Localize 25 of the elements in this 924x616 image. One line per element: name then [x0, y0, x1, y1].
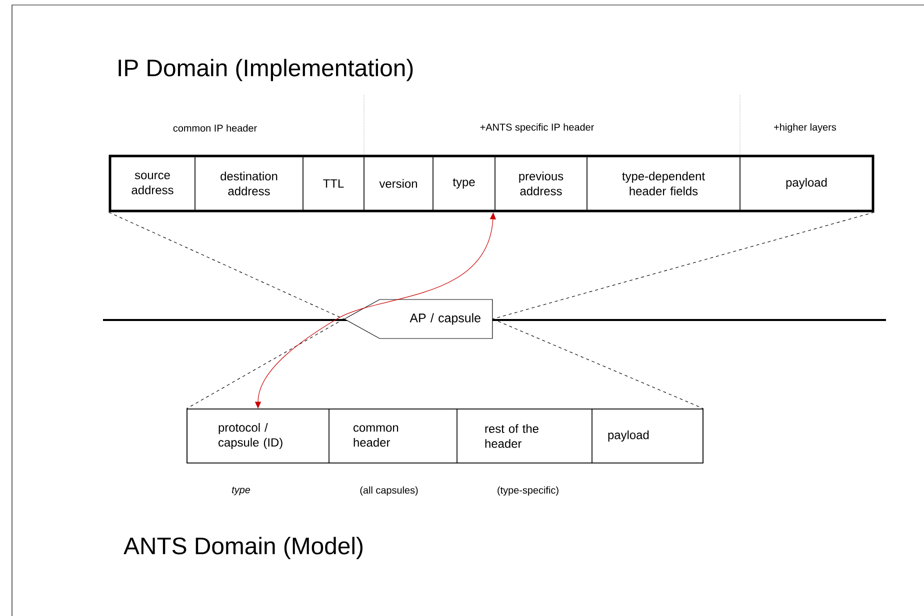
field-note: (type-specific)	[498, 486, 558, 496]
section-label: +higher layers	[774, 123, 836, 133]
zoom-line	[492, 212, 875, 320]
section-label: common IP header	[173, 124, 257, 132]
zoom-line	[108, 212, 344, 320]
field-cell: common header	[328, 408, 458, 464]
field-note: (all capsules)	[360, 486, 418, 496]
section-label: +ANTS specific IP header	[480, 123, 594, 133]
field-note: type	[232, 486, 250, 496]
field-cell: payload	[740, 156, 874, 212]
zoom-line	[186, 318, 344, 409]
field-cell: rest of the header	[456, 408, 592, 464]
title: IP Domain (Implementation)	[118, 58, 413, 82]
field-cell: TTL	[302, 156, 364, 212]
field-cell: type	[432, 156, 496, 212]
field-cell: type-dependent header fields	[586, 156, 740, 212]
field-cell: previous address	[494, 156, 588, 212]
domain-heading: ANTS Domain (Model)	[124, 536, 362, 560]
packet-box	[108, 154, 874, 212]
field-cell: payload	[592, 408, 704, 464]
field-cell: destination address	[194, 156, 304, 212]
zoom-line	[492, 318, 704, 409]
field-cell: version	[364, 156, 434, 212]
field-cell: source address	[110, 156, 196, 212]
field-cell: protocol / capsule (ID)	[186, 408, 330, 464]
